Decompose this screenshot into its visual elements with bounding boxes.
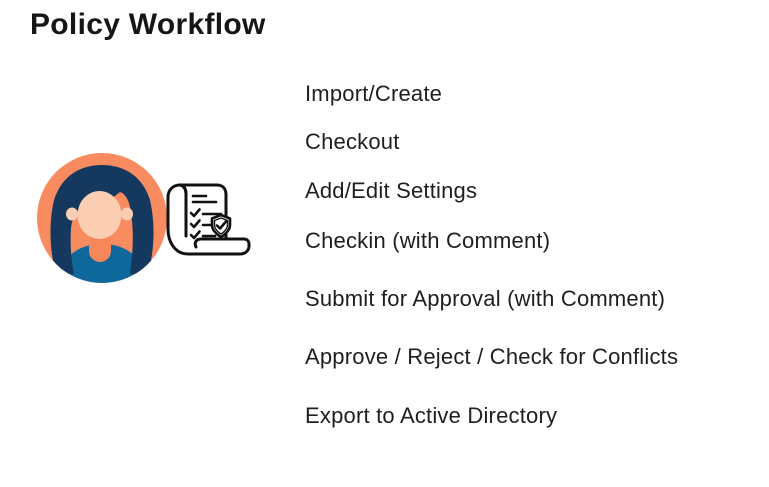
workflow-step: Checkin (with Comment): [305, 228, 551, 253]
avatar-ear-left: [66, 207, 78, 221]
workflow-step: Export to Active Directory: [305, 403, 558, 428]
workflow-step: Import/Create: [305, 81, 443, 106]
workflow-step: Approve / Reject / Check for Conflicts: [305, 344, 679, 369]
shield-badge-inner: [213, 217, 229, 235]
page-title: Policy Workflow: [30, 8, 266, 41]
avatar-face: [77, 191, 122, 239]
workflow-step: Submit for Approval (with Comment): [305, 286, 666, 311]
scroll-text-lines: [189, 194, 223, 240]
shield-check-icon: [215, 220, 228, 230]
scroll-top-curl: [178, 183, 188, 238]
avatar-shirt: [55, 244, 149, 283]
policy-scroll-icon: [166, 183, 251, 256]
woman-avatar-icon: [37, 153, 167, 283]
workflow-step: Checkout: [305, 129, 400, 154]
avatar-ear-right: [121, 207, 133, 221]
avatar-hair: [50, 165, 154, 274]
scroll-outline: [166, 183, 251, 256]
workflow-step: Add/Edit Settings: [305, 178, 478, 203]
scroll-sheet-edge: [178, 183, 228, 241]
